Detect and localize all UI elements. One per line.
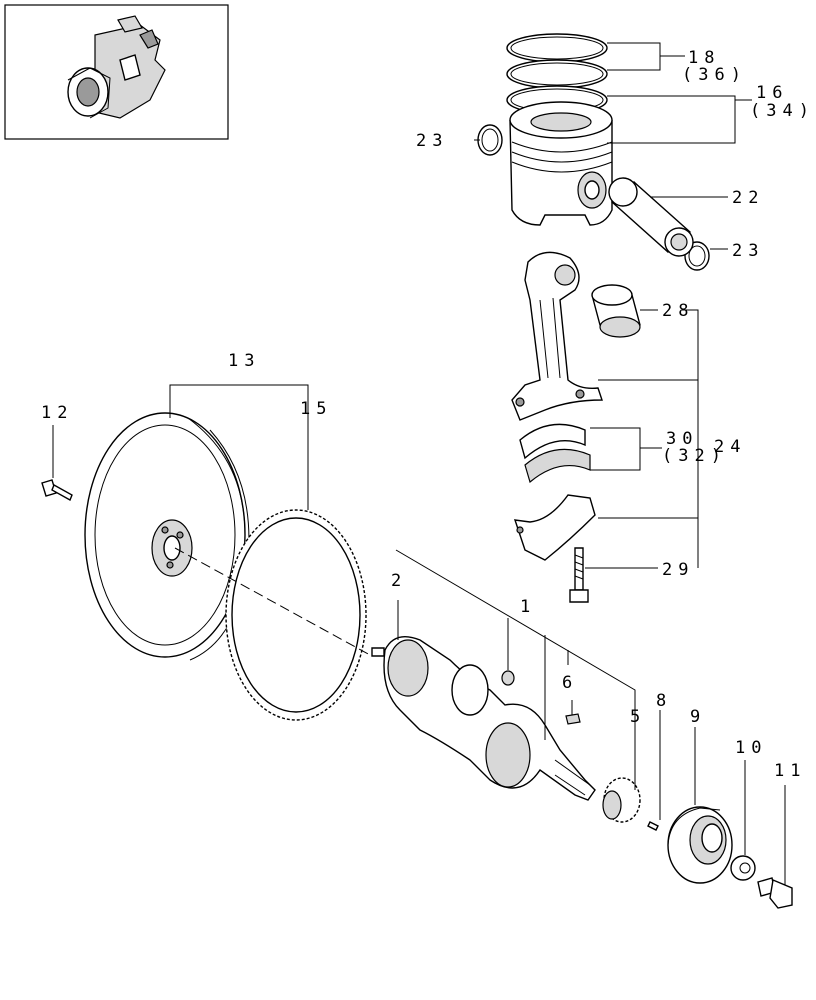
- flywheel-bolt[interactable]: [41, 479, 73, 501]
- snap-ring-left[interactable]: [477, 124, 503, 156]
- label-36: (36): [682, 65, 747, 85]
- engine-thumbnail-drawing: [67, 15, 166, 119]
- label-24: 24: [714, 437, 746, 457]
- connecting-rod[interactable]: [511, 251, 603, 421]
- label-30: 30: [666, 429, 698, 449]
- label-28: 28: [662, 301, 694, 321]
- small-end-bushing[interactable]: [591, 284, 641, 338]
- label-16: 16: [756, 83, 788, 103]
- label-9: 9: [690, 707, 706, 727]
- label-22: 22: [732, 188, 764, 208]
- washer[interactable]: [730, 855, 756, 881]
- label-32: (32): [662, 446, 727, 466]
- label-12: 12: [41, 403, 73, 423]
- label-13: 13: [228, 351, 260, 371]
- connecting-rod-cap[interactable]: [513, 494, 596, 561]
- label-34: (34): [750, 101, 815, 121]
- crankshaft[interactable]: [383, 636, 596, 801]
- label-29: 29: [662, 560, 694, 580]
- label-5: 5: [630, 707, 646, 727]
- label-10: 10: [735, 738, 767, 758]
- label-15: 15: [300, 399, 332, 419]
- label-18: 18: [688, 48, 720, 68]
- label-11: 11: [774, 761, 806, 781]
- conrod-bearing-shells[interactable]: [519, 423, 591, 484]
- piston[interactable]: [509, 101, 613, 226]
- label-1: 1: [520, 597, 536, 617]
- center-axis: [174, 547, 371, 656]
- engine-thumbnail[interactable]: [4, 4, 229, 140]
- crankshaft-plug[interactable]: [501, 670, 515, 686]
- dowel-pin[interactable]: [371, 647, 385, 657]
- woodruff-key[interactable]: [565, 713, 581, 725]
- piston-rings[interactable]: [506, 33, 608, 115]
- label-23-top: 23: [416, 131, 448, 151]
- label-2: 2: [391, 571, 407, 591]
- leader-lines: [52, 42, 786, 885]
- piston-pin[interactable]: [603, 172, 699, 262]
- label-6: 6: [562, 673, 578, 693]
- pulley-bolt[interactable]: [757, 877, 793, 909]
- flywheel[interactable]: [84, 412, 250, 661]
- ring-gear[interactable]: [225, 509, 367, 721]
- label-8: 8: [656, 691, 672, 711]
- crankshaft-gear[interactable]: [602, 777, 641, 823]
- crankshaft-pulley[interactable]: [667, 806, 733, 884]
- label-23-right: 23: [732, 241, 764, 261]
- connecting-rod-bolt[interactable]: [569, 547, 589, 603]
- small-pin[interactable]: [647, 821, 659, 831]
